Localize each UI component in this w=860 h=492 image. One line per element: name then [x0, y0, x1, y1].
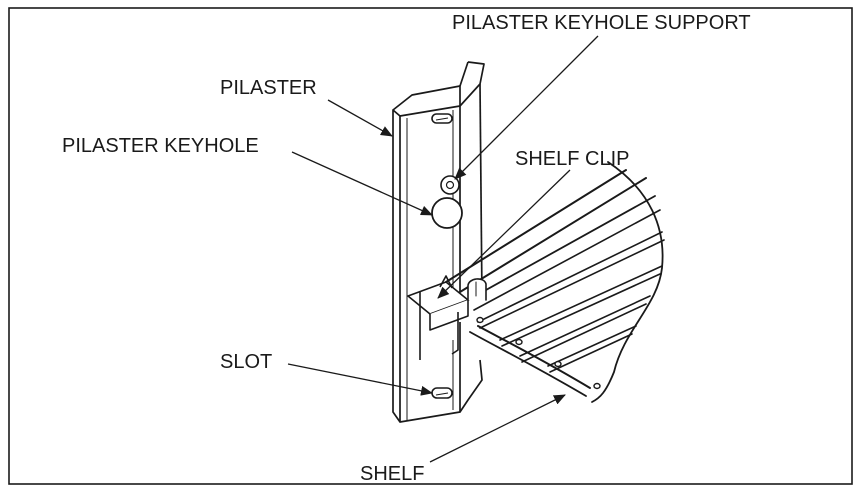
label-pilaster: PILASTER — [220, 77, 317, 99]
shelf-clip — [407, 275, 469, 360]
label-slot: SLOT — [220, 351, 272, 373]
leader-lines — [287, 35, 599, 463]
leader-shelf-clip — [437, 169, 571, 299]
label-shelf-clip: SHELF CLIP — [515, 148, 629, 170]
label-shelf: SHELF — [360, 463, 424, 485]
leader-slot — [287, 363, 433, 396]
pilaster-slot-top — [431, 113, 453, 124]
leader-pilaster-keyhole — [291, 151, 433, 216]
leader-pilaster — [327, 99, 393, 137]
pilaster-keyhole — [431, 197, 463, 229]
pilaster-keyhole-support — [440, 175, 460, 195]
leader-pilaster-keyhole-support — [454, 35, 599, 180]
shelf — [445, 161, 665, 403]
pilaster — [392, 61, 485, 423]
label-pilaster-keyhole-support: PILASTER KEYHOLE SUPPORT — [452, 12, 751, 34]
label-pilaster-keyhole: PILASTER KEYHOLE — [62, 135, 259, 157]
pilaster-slot-bottom — [431, 387, 453, 399]
diagram-border — [8, 7, 853, 485]
leader-shelf — [429, 394, 566, 463]
